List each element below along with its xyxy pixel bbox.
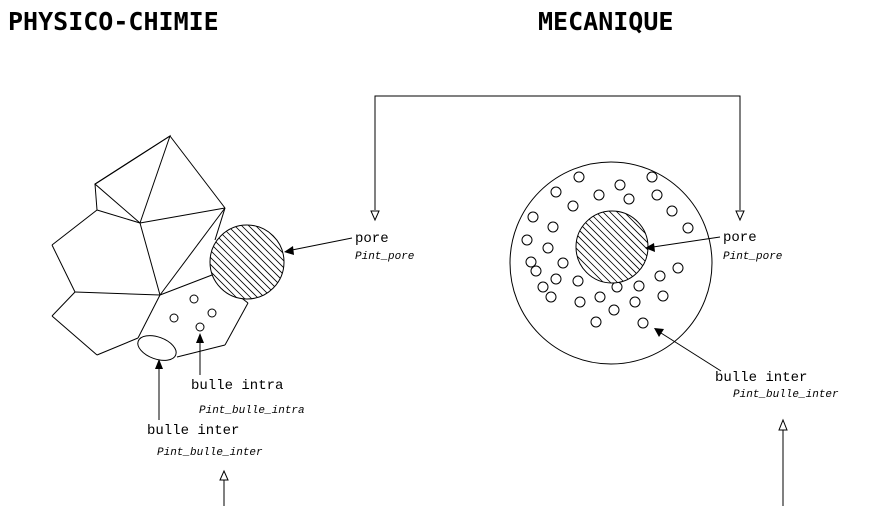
arrow-pore-right	[645, 236, 721, 252]
hatch-line	[210, 225, 218, 299]
hatch-line	[576, 211, 577, 283]
hatch-line	[233, 225, 284, 299]
label-pint-bulle-intra: Pint_bulle_intra	[199, 405, 305, 417]
label-pore-right: pore	[723, 230, 757, 246]
label-pint-bulle-inter-left: Pint_bulle_inter	[157, 447, 263, 459]
arrow-bulle-intra	[196, 333, 204, 375]
hatch-line	[576, 211, 626, 283]
hatch-line	[576, 211, 633, 283]
hatch-line	[275, 225, 284, 299]
hatch-line	[210, 225, 253, 299]
arrow-bottom-right	[778, 418, 788, 506]
arrow-bottom-left	[219, 469, 229, 506]
hatch-line	[601, 211, 648, 283]
label-bulle-inter-left: bulle inter	[147, 423, 239, 439]
hatch-line	[622, 211, 648, 283]
hatch-line	[210, 225, 239, 299]
pore-left	[209, 224, 285, 300]
hatch-line	[226, 225, 284, 299]
hatch-line	[247, 225, 284, 299]
ring-bubbles	[521, 171, 694, 329]
hatch-line	[576, 211, 612, 283]
hatch-line	[587, 211, 648, 283]
hatch-line	[576, 211, 619, 283]
hatch-line	[210, 225, 260, 299]
label-pore-left: pore	[355, 231, 389, 247]
hatch-line	[615, 211, 648, 283]
arrow-pore-left	[284, 237, 353, 255]
hatch-line	[254, 225, 284, 299]
label-pint-pore-left: Pint_pore	[355, 251, 414, 263]
hatch-line	[576, 211, 647, 283]
hatch-line	[576, 211, 605, 283]
hatch-line	[210, 225, 246, 299]
hatch-line	[240, 225, 284, 299]
arrow-bulle-inter-right	[654, 328, 722, 372]
arrow-bulle-inter-left	[155, 359, 163, 420]
hatch-line	[608, 211, 648, 283]
hatch-line	[210, 225, 267, 299]
title-mecanique: MECANIQUE	[538, 7, 673, 36]
label-pint-bulle-inter-right: Pint_bulle_inter	[733, 389, 839, 401]
pore-right	[575, 210, 649, 284]
hatch-line	[210, 225, 211, 299]
top-connector	[370, 95, 745, 222]
hatch-line	[594, 211, 648, 283]
hatch-line	[261, 225, 284, 299]
ring-outer	[509, 161, 713, 365]
intra-bubbles	[169, 294, 217, 332]
label-bulle-intra: bulle intra	[191, 378, 283, 394]
inter-bubble-left	[137, 335, 177, 361]
hatch-line	[282, 225, 284, 299]
hatch-line	[576, 211, 584, 283]
label-pint-pore-right: Pint_pore	[723, 251, 782, 263]
label-bulle-inter-right: bulle inter	[715, 370, 807, 386]
title-physico-chimie: PHYSICO-CHIMIE	[8, 7, 219, 36]
